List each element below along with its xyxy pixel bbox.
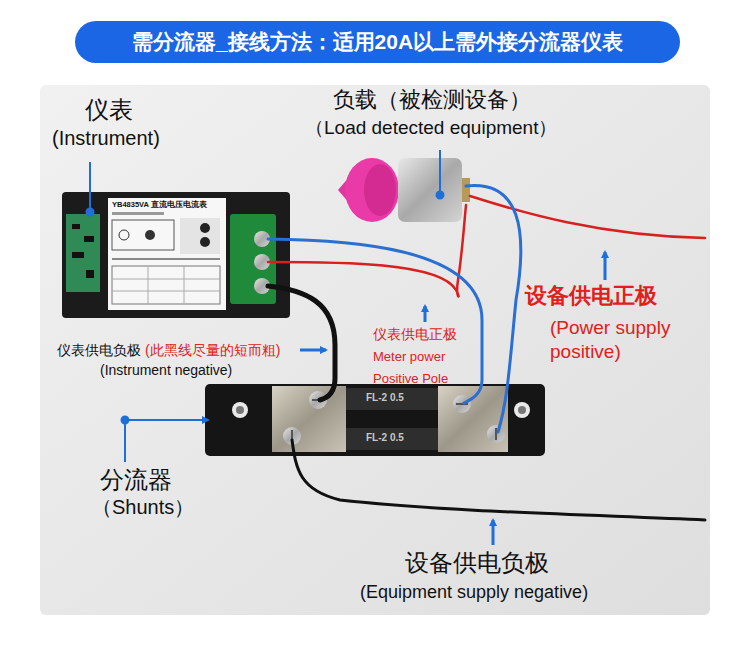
title-banner: 需分流器_接线方法：适用20A以上需外接分流器仪表 <box>75 21 680 63</box>
terminal-name: Meter power Positive Pole <box>373 346 465 390</box>
part-name: 仪表 <box>85 96 133 125</box>
device-marking: YB4835VA 直流电压电流表 <box>112 200 207 209</box>
part-name: （Shunts） <box>92 495 194 519</box>
terminal-name: 设备供电正极 <box>525 283 657 309</box>
device-marking: FL-2 0.5 <box>366 392 404 404</box>
note: (此黑线尽量的短而粗) <box>145 342 280 359</box>
part-name: (Instrument) <box>52 126 160 150</box>
terminal-name: (Equipment supply negative) <box>360 582 588 604</box>
leader-lines <box>87 150 606 545</box>
load-motor <box>338 158 470 222</box>
terminal-name: 仪表供电负极 <box>57 342 141 359</box>
terminal-name: (Instrument negative) <box>100 362 232 379</box>
title: 需分流器_接线方法：适用20A以上需外接分流器仪表 <box>132 28 623 56</box>
part-name: 负载（被检测设备） <box>333 87 531 113</box>
panel-meter <box>62 192 290 318</box>
photo-ground <box>40 85 710 615</box>
device-marking: FL-2 0.5 <box>366 432 404 444</box>
wires <box>268 186 705 520</box>
shunt <box>205 384 545 456</box>
terminal-name: 设备供电负极 <box>405 549 549 578</box>
part-name: （Load detected equipment） <box>305 117 557 140</box>
terminal-name: 仪表供电正极 <box>373 326 457 343</box>
part-name: 分流器 <box>100 466 172 495</box>
terminal-name: (Power supply positive) <box>550 316 690 364</box>
